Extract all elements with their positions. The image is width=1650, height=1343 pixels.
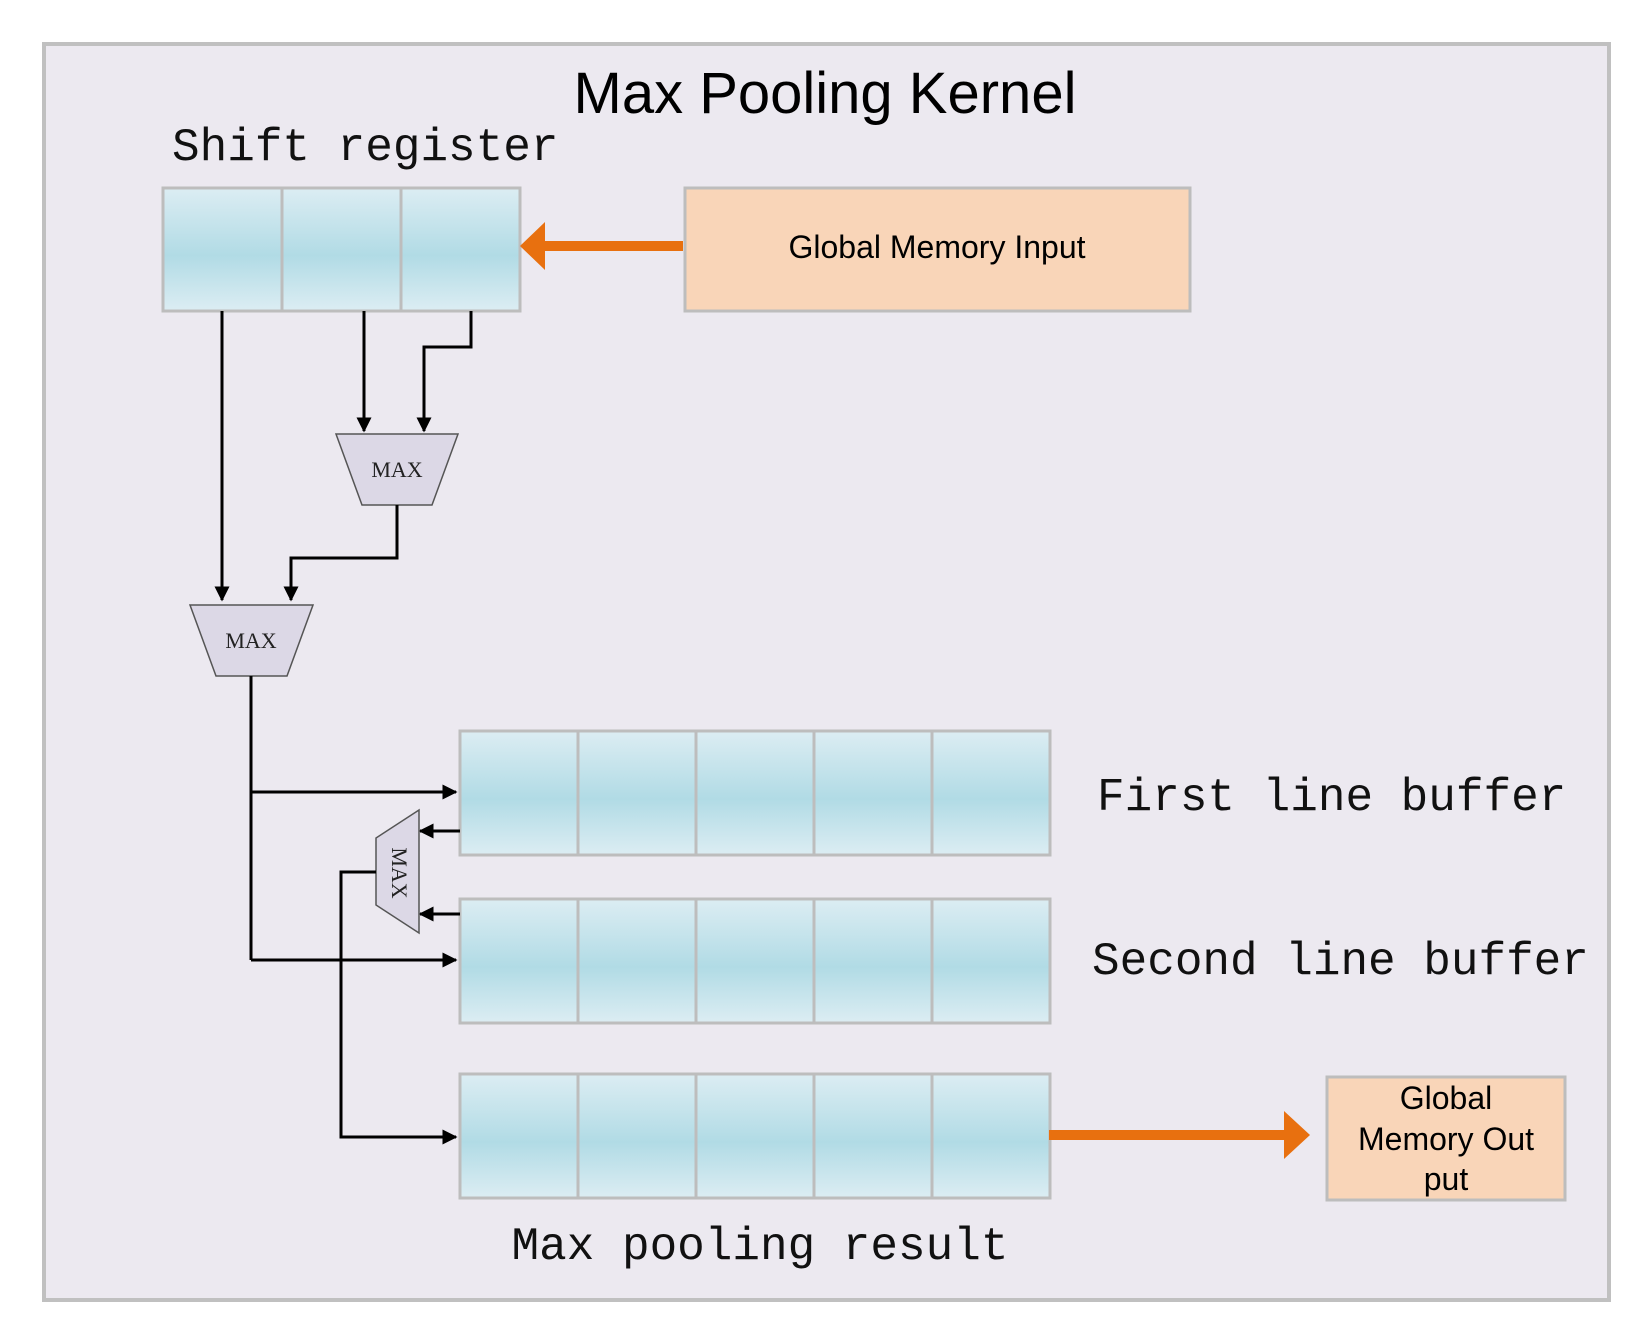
second-line-buffer-cell bbox=[694, 897, 816, 1025]
result-buffer-cell bbox=[576, 1072, 698, 1200]
first-line-buffer-label: First line buffer bbox=[1097, 772, 1566, 824]
wire bbox=[416, 311, 473, 433]
max-unit-label: MAX bbox=[225, 628, 276, 653]
global-memory-output-box bbox=[1325, 1075, 1567, 1202]
wire bbox=[283, 505, 399, 602]
global-memory-output-line: put bbox=[1424, 1161, 1469, 1197]
result-buffer-cell bbox=[458, 1072, 580, 1200]
result-buffer-cell bbox=[812, 1072, 934, 1200]
first-line-buffer-cell bbox=[694, 729, 816, 857]
output-arrow bbox=[1049, 1111, 1310, 1159]
global-memory-input-box bbox=[683, 186, 1192, 313]
max-pooling-result-buffer bbox=[458, 1072, 1052, 1200]
wire bbox=[339, 870, 458, 1145]
second-line-buffer-cell bbox=[458, 897, 580, 1025]
max-unit: MAX bbox=[375, 808, 420, 935]
shift-register-label: Shift register bbox=[172, 122, 558, 174]
max-unit: MAX bbox=[334, 433, 460, 506]
global-memory-output-line: Memory Out bbox=[1358, 1121, 1534, 1157]
shift-register-cell bbox=[399, 186, 522, 313]
first-line-buffer-cell bbox=[930, 729, 1052, 857]
global-memory-input-label: Global Memory Input bbox=[788, 229, 1085, 265]
second-line-buffer-cell bbox=[576, 897, 698, 1025]
second-line-buffer-cell bbox=[812, 897, 934, 1025]
diagram-title: Max Pooling Kernel bbox=[574, 61, 1077, 126]
result-buffer-cell bbox=[694, 1072, 816, 1200]
input-arrow bbox=[520, 222, 683, 270]
result-buffer-cell bbox=[930, 1072, 1052, 1200]
shift-register-cell bbox=[280, 186, 403, 313]
first-line-buffer-cell bbox=[576, 729, 698, 857]
global-memory-output-line: Global bbox=[1400, 1080, 1493, 1116]
max-unit: MAX bbox=[188, 604, 315, 677]
second-line-buffer-label: Second line buffer bbox=[1092, 936, 1589, 988]
shift-register-cell bbox=[161, 186, 284, 313]
first-line-buffer-cell bbox=[458, 729, 580, 857]
max-pooling-result-label: Max pooling result bbox=[512, 1221, 1009, 1273]
max-unit-label: MAX bbox=[371, 457, 422, 482]
max-unit-label: MAX bbox=[387, 847, 412, 898]
second-line-buffer bbox=[458, 897, 1052, 1025]
shift-register bbox=[161, 186, 522, 313]
first-line-buffer bbox=[458, 729, 1052, 857]
first-line-buffer-cell bbox=[812, 729, 934, 857]
second-line-buffer-cell bbox=[930, 897, 1052, 1025]
